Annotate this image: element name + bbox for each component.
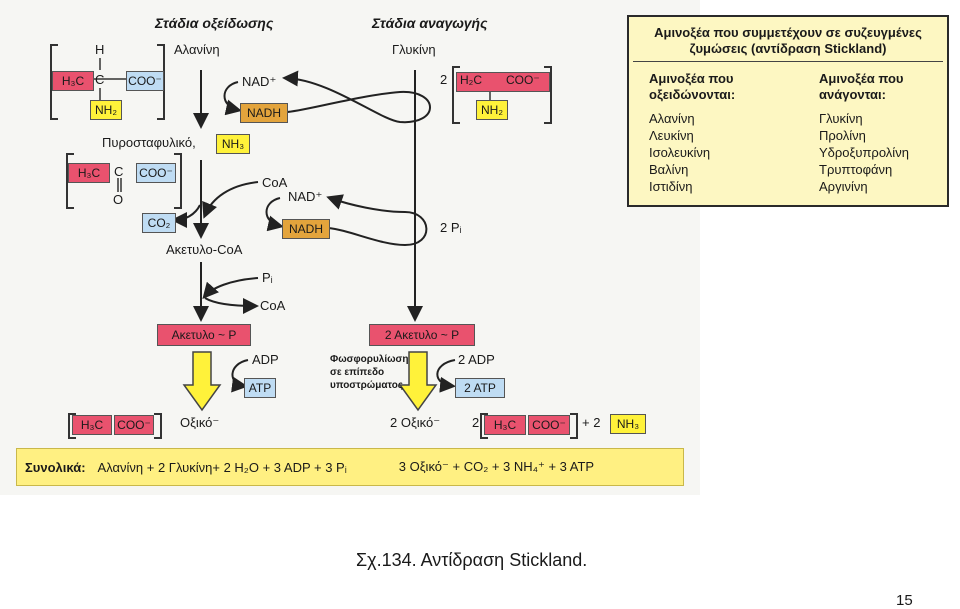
figure-caption: Σχ.134. Αντίδραση Stickland.: [356, 550, 588, 570]
bracket-left: [68, 413, 76, 439]
nh3-right: NH₃: [610, 414, 646, 434]
total-label: Συνολικά:: [25, 459, 86, 475]
nadh-mid: NADH: [282, 219, 330, 239]
reduced-item: Αργινίνη: [819, 179, 868, 194]
two-pi: 2 Pᵢ: [440, 220, 462, 235]
acetate2-ch3: H₃C: [484, 415, 526, 435]
oxidized-item: Ισολευκίνη: [649, 145, 711, 160]
acetate2-coo: COO⁻: [528, 415, 570, 435]
glycine-coo: COO⁻: [506, 73, 540, 87]
nadh-top: NADH: [240, 103, 288, 123]
adp-left: ADP: [252, 352, 279, 367]
acetylp2-box: 2 Ακετυλο ~ P: [369, 324, 475, 346]
oxidized-item: Ιστιδίνη: [649, 179, 693, 194]
acetate2-label: 2 Οξικό⁻: [390, 415, 441, 430]
alanine-ch3: H₃C: [52, 71, 94, 91]
pi-in: Pᵢ: [262, 270, 273, 285]
amino-acids-table: Αμινοξέα που συμμετέχουν σε συζευγμένες …: [627, 15, 949, 207]
pyruvate-coo: COO⁻: [136, 163, 176, 183]
oxidized-item: Αλανίνη: [649, 111, 695, 126]
atp-left: ATP: [244, 378, 276, 398]
stickland-diagram: Στάδια οξείδωσης Στάδια αναγωγής H H₃C C…: [0, 0, 700, 495]
col-reduced-header: Αμινοξέα που ανάγονται:: [819, 71, 904, 102]
reduced-item: Τρυπτοφάνη: [819, 162, 893, 177]
bracket-left: [50, 44, 58, 120]
nad-mid: NAD⁺: [288, 189, 323, 204]
yellow-arrow-left: [182, 351, 222, 412]
acetylcoa-label: Ακετυλο-CoA: [166, 242, 243, 257]
total-reactants: Αλανίνη + 2 Γλυκίνη+ 2 H₂O + 3 ADP + 3 P…: [97, 459, 347, 475]
yellow-arrow-right: [398, 351, 438, 412]
reduced-item: Υδροξυπρολίνη: [819, 145, 909, 160]
arrow-co2-out: [171, 204, 201, 228]
co2-box: CO₂: [142, 213, 176, 233]
loop-nadh-top: [282, 70, 431, 124]
pyruvate-c: C: [114, 164, 124, 179]
arrow-nad-nadh-mid: [265, 197, 284, 232]
pyruvate-o: O: [113, 192, 124, 207]
oxidized-item: Βαλίνη: [649, 162, 689, 177]
pyruvate-nh3: NH₃: [216, 134, 250, 154]
arrow-pi-in: [202, 277, 259, 300]
bracket-left: [66, 153, 74, 209]
arrows-layer: [92, 58, 491, 474]
glycine-two: 2: [440, 72, 448, 87]
bracket-right: [570, 413, 578, 439]
glycine-ch2: H₂C: [460, 73, 482, 87]
nad-top: NAD⁺: [242, 74, 277, 89]
bracket-right: [544, 66, 552, 124]
total-products: 3 Οξικό⁻ + CO₂ + 3 NH₄⁺ + 3 ATP: [398, 459, 595, 474]
alanine-h: H: [95, 42, 105, 57]
phosphorylation-note: Φωσφορυλίωση σε επίπεδο υποστρώματος: [330, 354, 409, 391]
alanine-coo: COO⁻: [126, 71, 164, 91]
bracket-left: [452, 66, 460, 124]
arrow-adp-atp-right: [436, 359, 456, 393]
alanine-nh2: NH₂: [90, 100, 122, 120]
alanine-c: C: [95, 72, 105, 87]
loop-nadh-mid: [326, 194, 428, 247]
acetate-label: Οξικό⁻: [180, 415, 220, 430]
pyruvate-label: Πυροσταφυλικό,: [102, 135, 196, 150]
total-equation-bar: Συνολικά: Αλανίνη + 2 Γλυκίνη+ 2 H₂O + 3…: [16, 448, 684, 486]
col-oxidized-header: Αμινοξέα που οξειδώνονται:: [649, 71, 736, 102]
glycine-label: Γλυκίνη: [392, 42, 436, 57]
bracket-right: [157, 44, 165, 120]
table-rule: [633, 61, 943, 62]
atp-right: 2 ATP: [455, 378, 505, 398]
header-reduction: Στάδια αναγωγής: [372, 15, 488, 31]
acetylp-box: Ακετυλο ~ P: [157, 324, 251, 346]
coa-out: CoA: [260, 298, 286, 313]
acetate-ch3: H₃C: [72, 415, 112, 435]
page-number: 15: [896, 592, 913, 609]
acetate-coo: COO⁻: [114, 415, 154, 435]
arrow-coa-in: [202, 181, 259, 219]
alanine-label: Αλανίνη: [174, 42, 220, 57]
arrow-adp-atp-left: [231, 359, 249, 393]
adp-right: 2 ADP: [458, 352, 495, 367]
glycine-nh2: NH₂: [476, 100, 508, 120]
pyruvate-ch3: H₃C: [68, 163, 110, 183]
oxidized-item: Λευκίνη: [649, 128, 694, 143]
acetate2-two: 2: [472, 415, 480, 430]
header-oxidation: Στάδια οξείδωσης: [155, 15, 274, 31]
arrow-coa-out: [204, 297, 259, 314]
bracket-right: [154, 413, 162, 439]
bracket-left: [480, 413, 488, 439]
arrow-nad-nadh-top: [223, 81, 242, 116]
coa-in: CoA: [262, 175, 288, 190]
reduced-item: Γλυκίνη: [819, 111, 863, 126]
bracket-right: [174, 153, 182, 209]
reduced-item: Προλίνη: [819, 128, 866, 143]
plus-two: + 2: [582, 415, 601, 430]
glycine-bar: [456, 72, 550, 92]
table-title: Αμινοξέα που συμμετέχουν σε συζευγμένες …: [654, 25, 922, 56]
